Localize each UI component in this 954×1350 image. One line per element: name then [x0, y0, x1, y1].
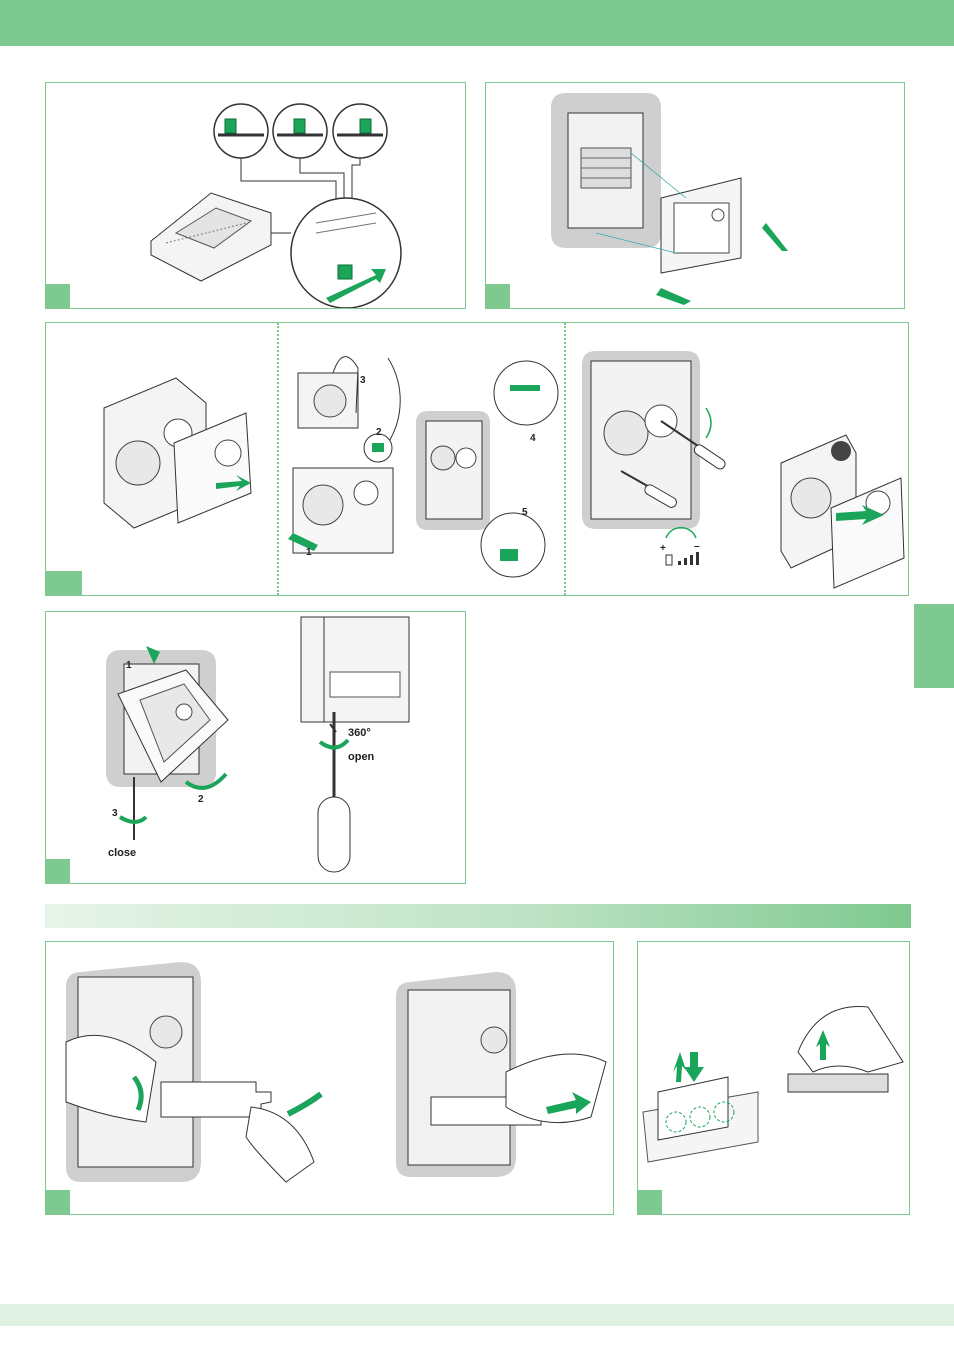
hand-icon	[798, 1007, 903, 1072]
open-label: open	[348, 751, 375, 763]
header-band	[0, 0, 954, 46]
screwdriver-icon	[318, 712, 350, 872]
panel-name-tag	[45, 941, 614, 1215]
step-marker	[638, 1190, 662, 1214]
step-marker	[486, 284, 510, 308]
step-label: 4	[530, 433, 536, 444]
step-label: 1	[126, 660, 132, 671]
rotation-label: 360°	[348, 727, 371, 739]
hand-icon	[246, 1107, 314, 1182]
step-label: 1	[306, 547, 312, 558]
panel-tag-card	[637, 941, 910, 1215]
step-marker	[46, 571, 82, 595]
panel-frame-closing: 1 2 3 close 360° open	[45, 611, 466, 884]
section-band	[45, 904, 911, 928]
mounting-illustration	[486, 83, 904, 308]
step-label: 2	[198, 794, 204, 805]
close-label: close	[108, 847, 136, 859]
frame-closing-illustration: 1 2 3 close 360° open	[46, 612, 465, 883]
name-tag-illustration	[46, 942, 613, 1214]
step-label: 3	[360, 375, 366, 386]
section-tab	[914, 604, 954, 688]
step-marker	[46, 1190, 70, 1214]
panel-jumper-settings	[45, 82, 466, 309]
arrow-icon	[288, 1094, 321, 1114]
jumper-illustration	[46, 83, 465, 308]
footer-band	[0, 1304, 954, 1326]
panel-speaker-unit: 3 2 1 4 5 + –	[45, 322, 909, 596]
step-marker	[46, 859, 70, 883]
volume-icon	[666, 552, 699, 565]
hand-icon	[506, 1054, 606, 1123]
arrow-icon	[656, 288, 691, 305]
jumper-icon	[273, 104, 327, 158]
plus-label: +	[660, 543, 666, 554]
jumper-icon	[214, 104, 268, 158]
step-label: 3	[112, 808, 118, 819]
tag-card-illustration	[638, 942, 909, 1214]
volume-adjust-illustration: + –	[566, 323, 908, 595]
arrow-icon	[762, 223, 788, 251]
jumper-icon	[333, 104, 387, 158]
step-label: 2	[376, 427, 382, 438]
arrow-icon	[684, 1052, 704, 1082]
speaker-wiring-illustration: 3 2 1 4 5	[278, 323, 564, 595]
step-label: 5	[522, 507, 528, 518]
cover-removal-illustration	[46, 323, 276, 595]
step-marker	[46, 284, 70, 308]
panel-module-mounting	[485, 82, 905, 309]
minus-label: –	[694, 541, 700, 552]
